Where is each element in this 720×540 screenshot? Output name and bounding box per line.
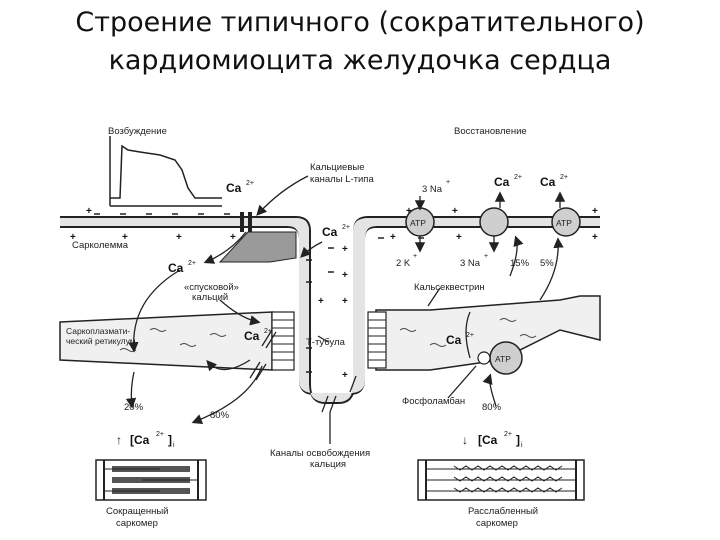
- svg-text:2 K: 2 K: [396, 258, 411, 269]
- svg-text:+: +: [342, 244, 348, 255]
- svg-text:2+: 2+: [342, 224, 350, 231]
- calsequestrin-label: Кальсеквестрин: [414, 282, 485, 293]
- svg-text:+: +: [452, 206, 458, 217]
- svg-text:[Ca: [Ca: [478, 433, 498, 447]
- svg-text:Ca: Ca: [322, 225, 338, 239]
- action-potential-graph: [109, 136, 222, 207]
- l-type-label-1: Кальциевые: [310, 162, 365, 173]
- svg-text:Ca: Ca: [494, 175, 510, 189]
- sarcolemmal-ca-atpase: [551, 207, 581, 237]
- sarcolemma-label: Сарколемма: [72, 240, 129, 251]
- trigger-calcium-label-2: кальций: [192, 292, 228, 303]
- svg-text:Ca: Ca: [168, 261, 184, 275]
- svg-text:+: +: [592, 206, 598, 217]
- contracted-sarcomere-label-1: Сокращенный: [106, 506, 169, 517]
- svg-text:2+: 2+: [156, 431, 164, 438]
- svg-text:+: +: [342, 370, 348, 381]
- slide-title: Строение типичного (сократительного) кар…: [0, 4, 720, 80]
- sr-label-1: Саркоплазмати-: [66, 326, 130, 336]
- atp-label-2: ATP: [556, 218, 572, 228]
- sarcolemma-membrane: [60, 216, 600, 404]
- ryanodine-receptors-right: [367, 311, 387, 369]
- ion-exchange-labels: 3 Na + 2 K + 3 Na +: [396, 179, 488, 269]
- svg-text:3 Na: 3 Na: [460, 258, 481, 269]
- title-line-1: Строение типичного (сократительного): [75, 7, 645, 38]
- svg-text:+: +: [456, 232, 462, 243]
- svg-text:Ca: Ca: [540, 175, 556, 189]
- svg-text:3 Na: 3 Na: [422, 184, 443, 195]
- svg-text:i: i: [521, 442, 523, 449]
- dyadic-cleft: [218, 231, 297, 263]
- svg-text:↑: ↑: [116, 433, 122, 447]
- svg-text:+: +: [176, 232, 182, 243]
- svg-text:+: +: [484, 253, 488, 260]
- percent-80-left: 80%: [210, 410, 230, 421]
- svg-text:]: ]: [168, 433, 172, 447]
- svg-text:2+: 2+: [560, 174, 568, 181]
- phospholamban-label: Фосфоламбан: [402, 396, 465, 407]
- svg-text:+: +: [70, 232, 76, 243]
- flux-arrows: [125, 175, 566, 444]
- svg-text:2+: 2+: [514, 174, 522, 181]
- svg-text:+: +: [342, 296, 348, 307]
- svg-text:+: +: [122, 232, 128, 243]
- negative-charges: [94, 213, 424, 373]
- release-channels-label-2: кальция: [310, 459, 346, 470]
- contracted-sarcomere: [95, 459, 207, 501]
- relaxed-sarcomere-label-2: саркомер: [476, 518, 518, 529]
- percent-5: 5%: [540, 258, 554, 269]
- percent-20: 20%: [124, 402, 144, 413]
- svg-text:+: +: [446, 179, 450, 186]
- sr-label-2: ческий ретикулум: [66, 336, 136, 346]
- ca-concentration-down: ↓ [Ca 2+ ] i: [462, 431, 523, 449]
- recovery-label: Восстановление: [454, 126, 527, 137]
- svg-text:+: +: [230, 232, 236, 243]
- svg-text:2+: 2+: [246, 180, 254, 187]
- svg-text:↓: ↓: [462, 433, 468, 447]
- svg-text:+: +: [592, 232, 598, 243]
- serca-pump: [477, 341, 523, 375]
- svg-text:i: i: [173, 442, 175, 449]
- t-tubule-label: Т-тубула: [306, 337, 346, 348]
- release-channels-label-1: Каналы освобождения: [270, 448, 370, 459]
- svg-text:Ca: Ca: [446, 333, 462, 347]
- membrane-charges: + + + + + + + + + + + + + + + +: [70, 206, 598, 381]
- trigger-calcium-label-1: «спусковой»: [184, 282, 239, 293]
- excitation-label: Возбуждение: [108, 126, 167, 137]
- svg-text:+: +: [390, 232, 396, 243]
- percent-80-right: 80%: [482, 402, 502, 413]
- na-ca-exchanger: [479, 207, 509, 237]
- percent-15: 15%: [510, 258, 530, 269]
- svg-text:]: ]: [516, 433, 520, 447]
- svg-text:2+: 2+: [188, 260, 196, 267]
- atp-label-1: ATP: [410, 218, 426, 228]
- svg-text:+: +: [406, 206, 412, 217]
- svg-text:2+: 2+: [264, 328, 272, 335]
- l-type-calcium-channel: [240, 212, 252, 232]
- ca-concentration-up: ↑ [Ca 2+ ] i: [116, 431, 175, 449]
- relaxed-sarcomere-label-1: Расслабленный: [468, 506, 538, 517]
- svg-text:[Ca: [Ca: [130, 433, 150, 447]
- title-line-2: кардиомиоцита желудочка сердца: [108, 45, 612, 76]
- svg-text:Ca: Ca: [226, 181, 242, 195]
- svg-text:+: +: [342, 270, 348, 281]
- relaxed-sarcomere: [417, 459, 585, 501]
- ryanodine-receptors-left: [271, 311, 295, 371]
- svg-text:Ca: Ca: [244, 329, 260, 343]
- svg-text:2+: 2+: [466, 332, 474, 339]
- calcium-ion-labels: Ca 2+ Ca 2+ Ca 2+ Ca 2+ Ca 2+ Ca 2+ Ca 2…: [168, 174, 568, 347]
- l-type-label-2: каналы L-типа: [310, 174, 374, 185]
- svg-text:+: +: [413, 253, 417, 260]
- contracted-sarcomere-label-2: саркомер: [116, 518, 158, 529]
- svg-text:+: +: [318, 296, 324, 307]
- atp-label-3: ATP: [495, 354, 511, 364]
- sarcoplasmic-reticulum-right: [375, 295, 601, 371]
- svg-text:2+: 2+: [504, 431, 512, 438]
- svg-text:+: +: [86, 206, 92, 217]
